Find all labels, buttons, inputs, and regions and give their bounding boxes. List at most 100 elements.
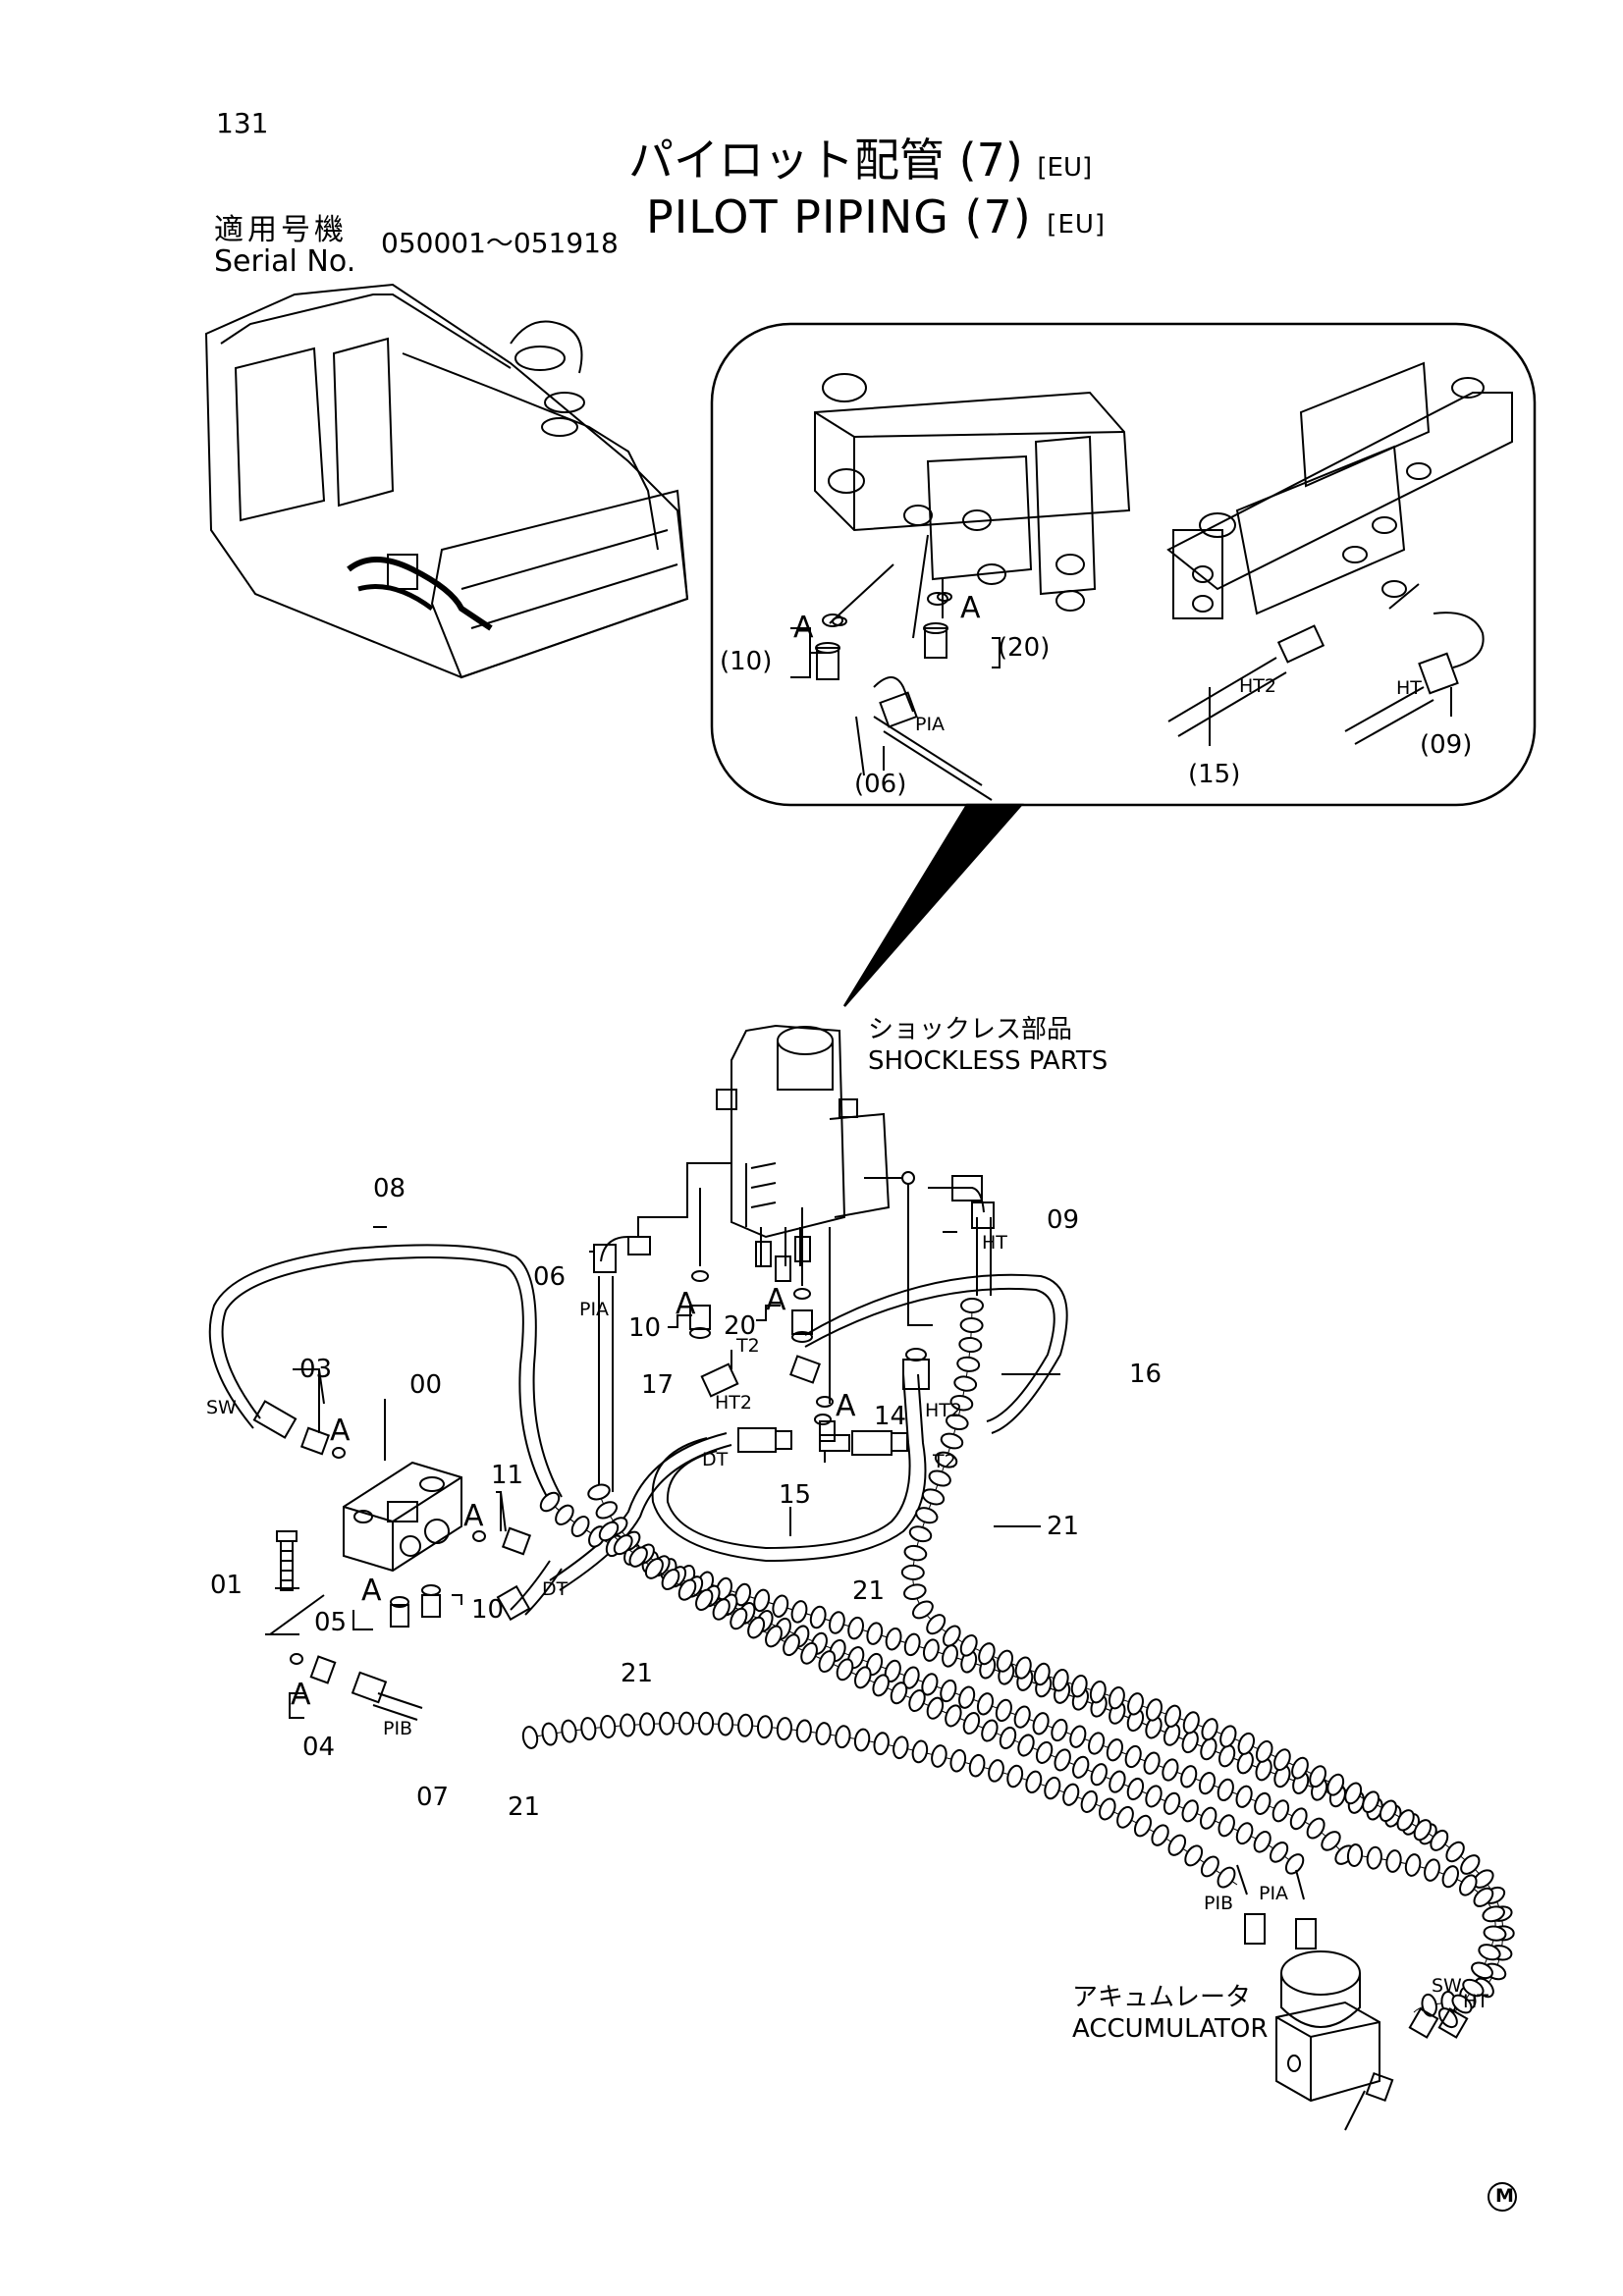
detail-right-valve-block bbox=[1166, 361, 1513, 619]
hose-bead bbox=[1271, 1799, 1290, 1823]
label-pia-accumulator: PIA bbox=[1259, 1883, 1289, 1904]
excavator-illustration bbox=[204, 283, 689, 679]
hose-bead bbox=[1273, 1748, 1291, 1772]
accumulator bbox=[1236, 1864, 1469, 2131]
hose-bead bbox=[1237, 1732, 1256, 1755]
callout-01: 01 bbox=[210, 1571, 243, 1600]
title-en-text: PILOT PIPING (7) bbox=[646, 190, 1032, 243]
hose-bead bbox=[1326, 1773, 1345, 1796]
hose-bead bbox=[753, 1588, 771, 1613]
hose-bead bbox=[1089, 1680, 1107, 1704]
hose-bead bbox=[580, 1717, 597, 1741]
detail-callout-bubble bbox=[710, 322, 1537, 1007]
callout-15: 15 bbox=[779, 1480, 812, 1510]
hose-bead bbox=[931, 1744, 947, 1768]
page-title-english: PILOT PIPING (7) [EU] bbox=[646, 194, 1106, 240]
hose-bead bbox=[1306, 1817, 1325, 1840]
hose-bead bbox=[1385, 1849, 1402, 1873]
hose-bead bbox=[940, 1679, 957, 1703]
footer-mark-circle bbox=[1488, 2182, 1517, 2212]
hose-bead bbox=[795, 1719, 812, 1743]
detail-callout-15: (15) bbox=[1188, 760, 1241, 789]
hose-bead bbox=[829, 1611, 845, 1634]
callout-03: 03 bbox=[299, 1355, 333, 1384]
hose-bead bbox=[949, 1394, 974, 1412]
hose-17-dt bbox=[549, 1432, 732, 1591]
hose-bead bbox=[570, 1516, 590, 1537]
valve-fittings bbox=[627, 1162, 983, 1442]
callout-10-bottom: 10 bbox=[471, 1595, 505, 1625]
hose-09-ht bbox=[947, 1187, 995, 1296]
callout-16: 16 bbox=[1129, 1360, 1163, 1389]
hose-bead bbox=[1396, 1809, 1415, 1832]
hose-bead bbox=[1127, 1692, 1144, 1716]
detail-left-fittings bbox=[815, 592, 993, 801]
hose-bead bbox=[908, 1688, 926, 1713]
hose-bead bbox=[959, 1633, 978, 1657]
hose-bead bbox=[737, 1713, 754, 1737]
hose-bead bbox=[1235, 1785, 1253, 1808]
callout-09: 09 bbox=[1047, 1205, 1080, 1235]
a-marker-4: A bbox=[766, 1283, 786, 1317]
a-marker-6: A bbox=[361, 1574, 382, 1608]
detail-right-hoses bbox=[1167, 612, 1485, 746]
hose-bead bbox=[678, 1711, 695, 1735]
hose-bead bbox=[854, 1666, 872, 1689]
label-dt-tee: DT bbox=[702, 1449, 729, 1470]
callout-21-mid: 21 bbox=[852, 1576, 886, 1606]
hose-bead bbox=[988, 1759, 1004, 1783]
hose-bead bbox=[1291, 1756, 1309, 1780]
hose-bead bbox=[1462, 1978, 1485, 1998]
hose-bead bbox=[934, 1451, 958, 1468]
label-t2-bottom: T2 bbox=[933, 1451, 956, 1472]
hose-bead bbox=[911, 1739, 929, 1764]
hose-bead bbox=[1413, 1819, 1433, 1842]
footer-mark: M bbox=[1495, 2185, 1514, 2207]
tee-fitting-14 bbox=[737, 1414, 908, 1463]
hose-bead bbox=[1270, 1842, 1289, 1863]
hose-bead bbox=[1362, 1790, 1380, 1814]
shockless-label-en: SHOCKLESS PARTS bbox=[868, 1046, 1109, 1076]
hose-bead bbox=[853, 1728, 871, 1752]
hose-bead bbox=[1471, 1961, 1493, 1980]
hose-bead bbox=[940, 1432, 964, 1450]
detail-left-valve-block bbox=[814, 373, 1131, 639]
hose-bead bbox=[942, 1625, 961, 1647]
hose-bead bbox=[790, 1600, 808, 1624]
hose-bead bbox=[776, 1717, 792, 1741]
hose-bead bbox=[765, 1625, 783, 1648]
hose-bead bbox=[1309, 1765, 1326, 1789]
hose-bead bbox=[1235, 1822, 1254, 1845]
hose-bead bbox=[639, 1712, 656, 1736]
shockless-label-jp: ショックレス部品 bbox=[868, 1015, 1073, 1044]
hose-bead bbox=[598, 1521, 620, 1542]
hose-bead bbox=[1182, 1711, 1200, 1735]
hose-bead bbox=[1108, 1685, 1125, 1710]
callout-17: 17 bbox=[641, 1370, 675, 1400]
detail-leader-lines bbox=[790, 592, 1452, 771]
hose-bead bbox=[1146, 1698, 1163, 1722]
a-marker-7: A bbox=[291, 1678, 311, 1712]
shockless-valve-block bbox=[716, 1024, 915, 1282]
hose-bead bbox=[1217, 1814, 1235, 1838]
hose-bead bbox=[1200, 1855, 1219, 1878]
hose-bead bbox=[1217, 1744, 1236, 1768]
hose-bead bbox=[958, 1685, 976, 1709]
hose-bead bbox=[999, 1726, 1017, 1750]
hose-bead bbox=[1116, 1805, 1134, 1829]
hose-bead bbox=[1133, 1814, 1153, 1838]
detail-label-ht2: HT2 bbox=[1239, 675, 1276, 697]
accumulator-label-en: ACCUMULATOR bbox=[1072, 2014, 1269, 2044]
hose-bead bbox=[996, 1649, 1014, 1673]
hose-bead bbox=[893, 1735, 909, 1760]
hose-bead bbox=[926, 1696, 945, 1720]
hose-bead bbox=[1167, 1834, 1187, 1856]
hose-bead bbox=[1143, 1751, 1161, 1775]
hose-bead bbox=[628, 1546, 648, 1568]
hose-bead bbox=[1062, 1783, 1080, 1806]
serial-range: 050001～051918 bbox=[381, 227, 619, 259]
label-sw-right: SW bbox=[1432, 1975, 1462, 1997]
hose-bead bbox=[712, 1598, 730, 1621]
a-marker-2: A bbox=[463, 1499, 484, 1533]
hose-bead bbox=[962, 1711, 981, 1735]
